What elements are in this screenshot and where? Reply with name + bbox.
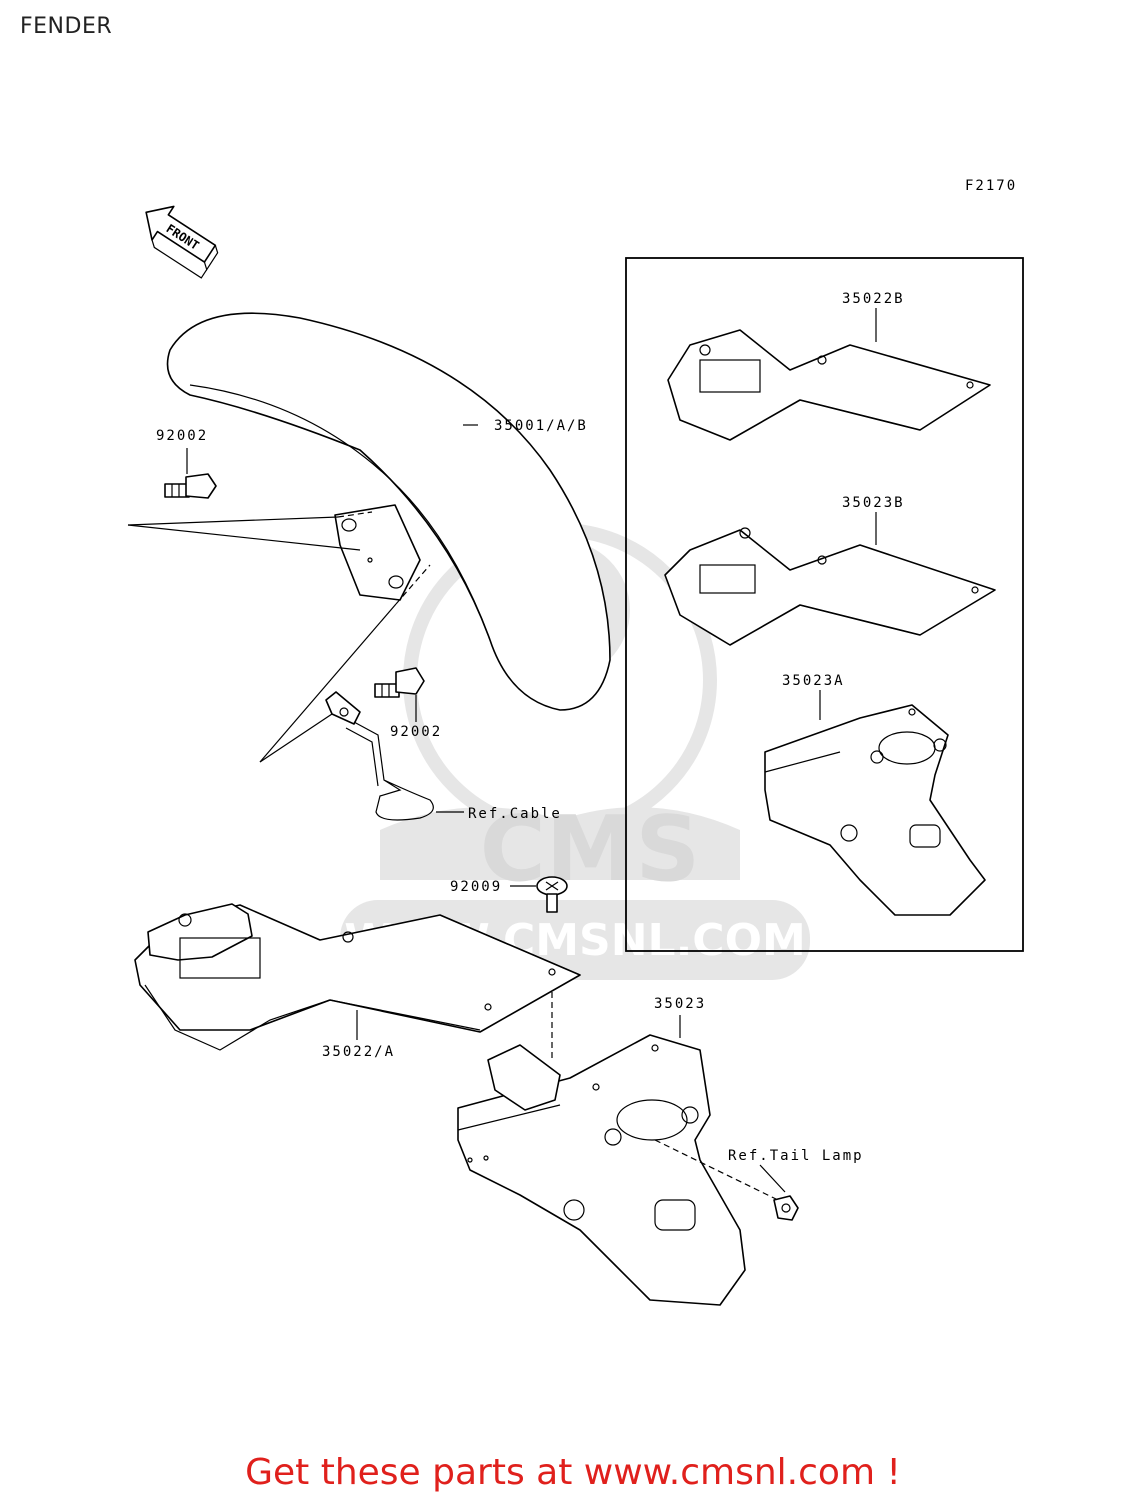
- label-bolt-lower: 92002: [390, 724, 442, 740]
- label-front-fender: 35001/A/B: [494, 418, 588, 434]
- inset-frame: [625, 257, 1024, 952]
- watermark-brand: CMS: [480, 797, 700, 902]
- footer-link[interactable]: Get these parts at www.cmsnl.com !: [245, 1452, 901, 1493]
- bolt-92002-upper: [164, 473, 217, 499]
- rear-flap-35023: [457, 1034, 746, 1306]
- inset-fender-35023b: [664, 527, 996, 646]
- bolt-92002-lower: [374, 667, 425, 698]
- inset-flap-35023a: [764, 704, 986, 916]
- label-inset-fender-b: 35022B: [842, 291, 905, 307]
- label-rear-fender-a: 35022/A: [322, 1044, 395, 1060]
- label-rear-flap: 35023: [654, 996, 706, 1012]
- label-screw: 92009: [450, 879, 502, 895]
- figure-code: F2170: [965, 178, 1017, 194]
- page-title: FENDER: [20, 14, 113, 39]
- cable-clamp: [325, 691, 434, 821]
- label-inset-flap-b: 35023B: [842, 495, 905, 511]
- inset-rear-fender-35022b: [667, 329, 991, 441]
- front-fender: [166, 312, 611, 711]
- label-bolt-upper: 92002: [156, 428, 208, 444]
- front-arrow-icon: FRONT: [145, 205, 219, 279]
- label-inset-flap-a: 35023A: [782, 673, 845, 689]
- screw-92009: [536, 876, 568, 913]
- rear-fender-35022: [134, 903, 581, 1051]
- label-ref-cable: Ref.Cable: [468, 806, 562, 822]
- label-ref-tail-lamp: Ref.Tail Lamp: [728, 1148, 864, 1164]
- tail-lamp-bolt: [773, 1195, 799, 1221]
